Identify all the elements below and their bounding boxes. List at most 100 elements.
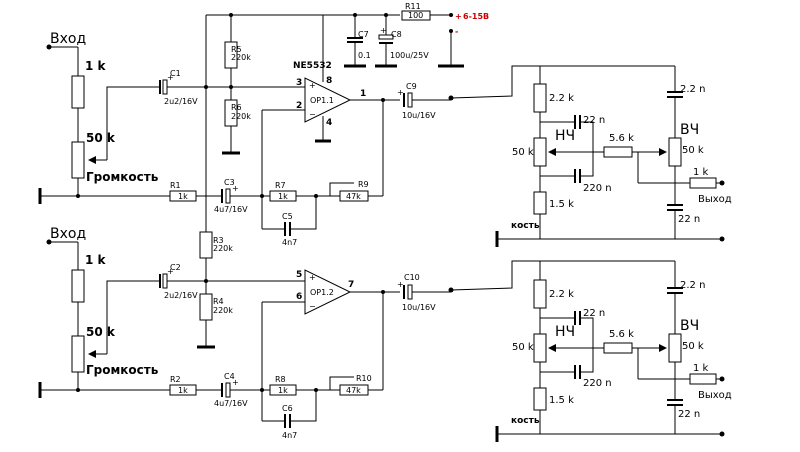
r1-name: R1 [170, 181, 181, 190]
tone-bottom-nch-label: НЧ [555, 324, 575, 340]
bottom-volume-pot [71, 335, 85, 373]
c1-name: C1 [170, 69, 181, 78]
svg-text:+: + [232, 184, 239, 193]
tone-bottom-r-bottom: 1.5 k [549, 395, 574, 406]
c3-value: 4u7/16V [214, 205, 248, 214]
tone-top-c-bot-right: 22 n [678, 214, 700, 225]
r7-name: R7 [275, 181, 286, 190]
r4-name: R4 [213, 297, 224, 306]
tone-bottom-out-label: Выход [698, 390, 732, 401]
supply-voltage: 6-15В [463, 12, 489, 21]
tone-top-c-top-right: 2.2 n [680, 84, 705, 95]
r3-value: 220k [213, 244, 233, 253]
svg-text:+: + [397, 88, 404, 97]
r10-value: 47k [346, 386, 361, 395]
tone-bottom-c-bot-right: 22 n [678, 409, 700, 420]
tone-top-vch-pot [668, 137, 682, 167]
svg-text:+: + [309, 273, 316, 282]
r8-name: R8 [275, 375, 286, 384]
svg-text:−: − [309, 302, 316, 311]
svg-text:+: + [232, 378, 239, 387]
tone-bottom-c-top-right: 2.2 n [680, 280, 705, 291]
c3-name: C3 [224, 178, 235, 187]
op1-1-pin-out: 1 [360, 89, 366, 99]
tone-top-pot-nch: 50 k [512, 147, 534, 158]
tone-bottom-pot-vch: 50 k [682, 341, 704, 352]
c2-value: 2u2/16V [164, 291, 198, 300]
r9-name: R9 [358, 180, 369, 189]
r6-name: R6 [231, 103, 242, 112]
tone-bottom-r-top: 2.2 k [549, 289, 574, 300]
tone-top-pot-vch: 50 k [682, 145, 704, 156]
tone-top-r-out: 1 k [693, 167, 709, 178]
r11-name: R11 [405, 2, 421, 11]
r10-name: R10 [356, 374, 372, 383]
svg-text:+: + [380, 26, 387, 35]
op1-1-pin-plus: 3 [296, 78, 302, 88]
r9-value: 47k [346, 192, 361, 201]
tone-top-nch-pot [533, 137, 547, 167]
top-vol-top-value: 1 k [85, 59, 107, 73]
top-channel: Вход 1 k 50 k Громкость + C1 2u2/16V R5 … [38, 15, 540, 247]
tone-bottom-bass-label: кость [511, 416, 540, 426]
svg-text:+: + [309, 81, 316, 90]
op1-2-pin-minus: 6 [296, 292, 302, 302]
tone-top-vch-label: ВЧ [680, 122, 699, 138]
c7-value: 0.1 [358, 51, 371, 60]
c9-name: C9 [406, 82, 417, 91]
r1-value: 1k [178, 192, 188, 201]
c9-value: 10u/16V [402, 111, 436, 120]
r2-name: R2 [170, 375, 181, 384]
r4-value: 220k [213, 306, 233, 315]
op1-1-name: OP1.1 [310, 96, 334, 105]
tone-top-nch-label: НЧ [555, 128, 575, 144]
tone-bottom-vch-label: ВЧ [680, 318, 699, 334]
c8-value: 100u/25V [390, 51, 429, 60]
supply-minus: - [455, 27, 458, 36]
r6-value: 220k [231, 112, 251, 121]
tone-bottom-r-out: 1 k [693, 363, 709, 374]
top-input-label: Вход [50, 31, 86, 47]
top-vol-label: Громкость [86, 170, 159, 184]
tone-control-bottom: 2.2 k 50 k НЧ 1.5 k кость 22 n 220 n 5.6… [495, 260, 732, 442]
c6-name: C6 [282, 404, 293, 413]
op1-1-pin-minus: 2 [296, 101, 302, 111]
r2-value: 1k [178, 386, 188, 395]
r5-value: 220k [231, 53, 251, 62]
tone-top-r-top: 2.2 k [549, 93, 574, 104]
r3-name: R3 [213, 236, 224, 245]
op1-2-name: OP1.2 [310, 288, 334, 297]
c2-name: C2 [170, 263, 181, 272]
tone-bottom-c-mid1: 22 n [583, 308, 605, 319]
op1-2-amplifier [304, 269, 352, 315]
tone-top-out-label: Выход [698, 194, 732, 205]
c5-value: 4n7 [282, 238, 297, 247]
svg-text:+: + [167, 73, 174, 82]
op1-1-amplifier [304, 77, 352, 123]
tone-control-top: 2.2 k 50 k НЧ 1.5 k кость 22 n 220 n 5.6… [495, 65, 732, 247]
bottom-vol-pot-value: 50 k [86, 325, 116, 339]
r8-value: 1k [278, 386, 288, 395]
c10-value: 10u/16V [402, 303, 436, 312]
tone-bottom-vch-pot [668, 333, 682, 363]
tone-top-r-mid: 5.6 k [609, 133, 634, 144]
svg-text:−: − [309, 110, 316, 119]
top-vol-pot-value: 50 k [86, 131, 116, 145]
bottom-channel: Вход 1 k 50 k Громкость + C2 2u2/16V R3 … [38, 226, 540, 440]
c5-name: C5 [282, 212, 293, 221]
supply-plus: + [455, 12, 462, 21]
c4-name: C4 [224, 372, 235, 381]
top-volume-pot [71, 141, 85, 179]
c1-value: 2u2/16V [164, 97, 198, 106]
r11-value: 100 [408, 11, 423, 20]
tone-top-c-mid2: 220 n [583, 183, 612, 194]
tone-top-bass-label: кость [511, 221, 540, 231]
r7-value: 1k [278, 192, 288, 201]
tone-top-c-mid1: 22 n [583, 115, 605, 126]
op1-2-pin-plus: 5 [296, 270, 302, 280]
bottom-vol-top-value: 1 k [85, 253, 107, 267]
tone-bottom-nch-pot [533, 333, 547, 363]
r5-name: R5 [231, 45, 242, 54]
op1-2-pin-out: 7 [348, 280, 354, 290]
